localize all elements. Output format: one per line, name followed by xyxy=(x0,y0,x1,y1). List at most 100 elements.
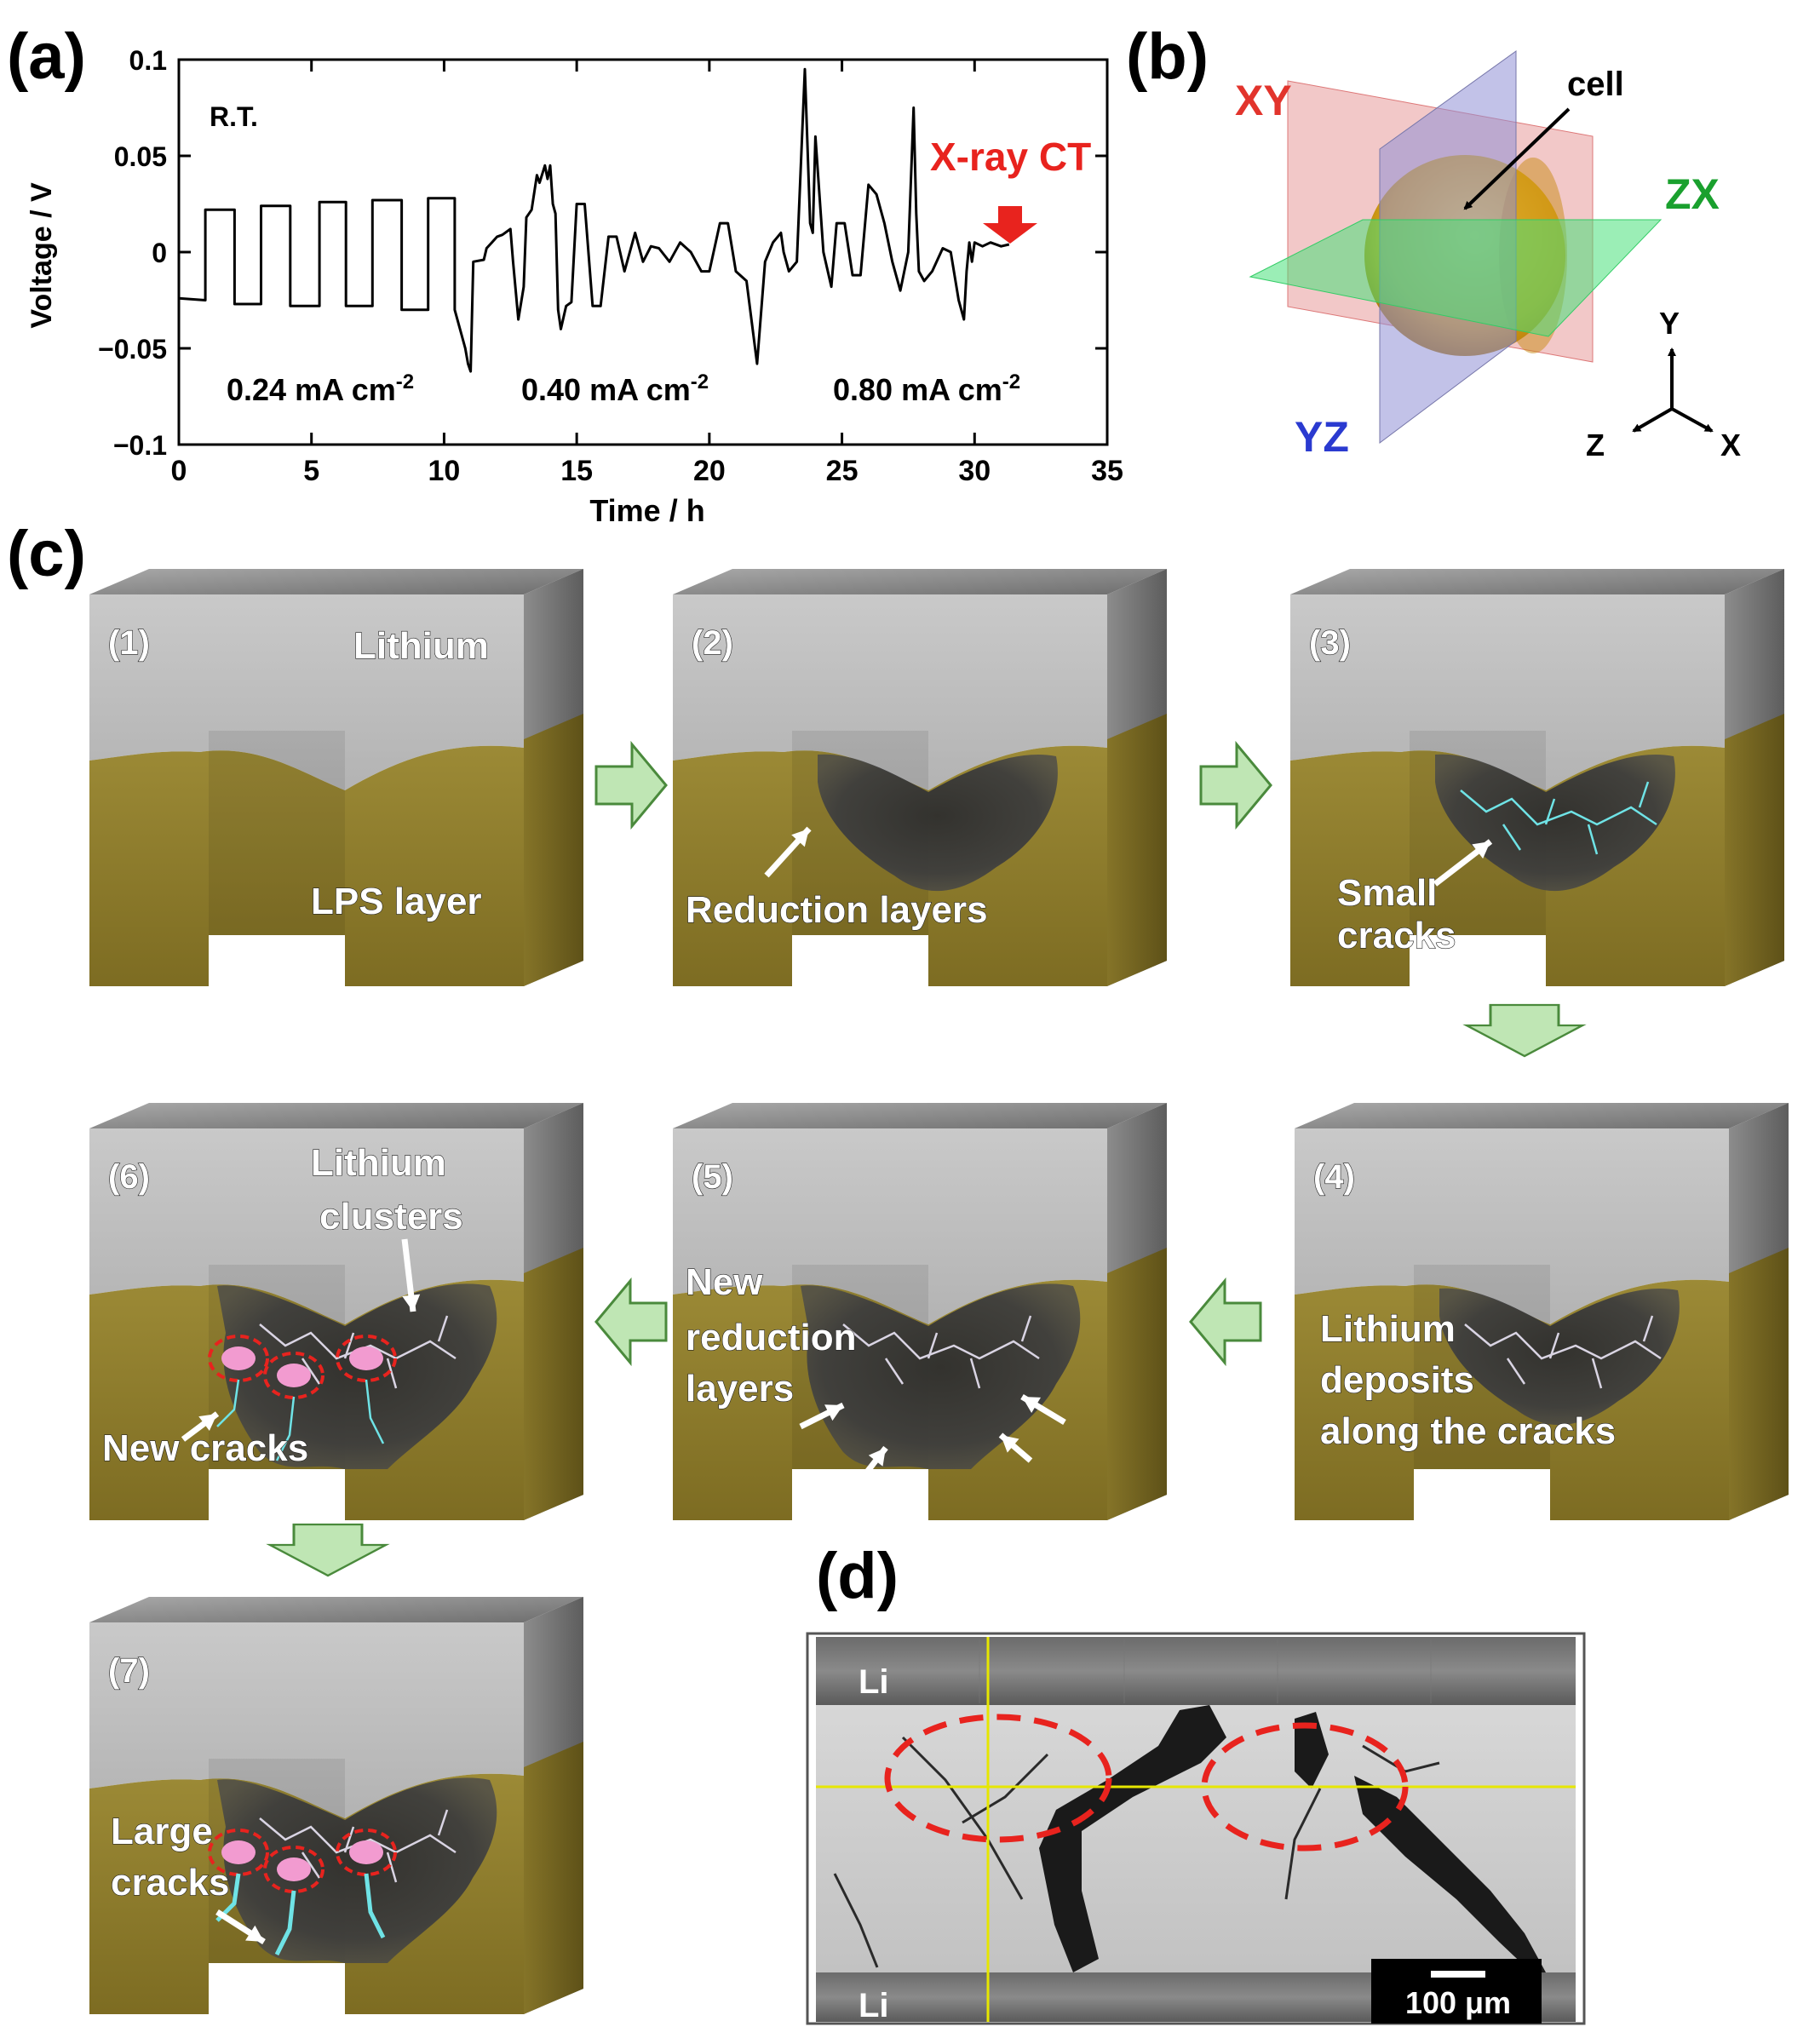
arrow-4-to-5 xyxy=(1189,1279,1262,1364)
lithium-clusters-label: clusters xyxy=(319,1196,463,1237)
lithium-cluster xyxy=(221,1840,256,1864)
temp-annotation: R.T. xyxy=(210,101,258,132)
cluster-highlight-left xyxy=(884,1714,1112,1843)
axis-y-label: Y xyxy=(1659,306,1680,341)
xray-ct-annotation: X-ray CT xyxy=(930,135,1091,179)
block-side-lps xyxy=(524,1742,583,2014)
panel-letter-c: (c) xyxy=(7,518,86,590)
axis-ticks xyxy=(177,58,1109,446)
crack-network xyxy=(842,1315,1040,1389)
cell-label: cell xyxy=(1567,66,1624,103)
ct-top-li xyxy=(816,1637,1576,1705)
lithium-cluster xyxy=(277,1857,311,1881)
xray-arrow xyxy=(983,206,1037,244)
ct-texture xyxy=(979,1639,1432,1703)
y-tick-label: 0.1 xyxy=(129,45,167,76)
x-tick-label: 10 xyxy=(428,455,461,487)
new-cracks xyxy=(216,1379,385,1461)
ct-thin-cracks xyxy=(833,1736,1440,1968)
lithium-deposits-label: deposits xyxy=(1320,1359,1474,1401)
white-arrowhead xyxy=(198,1414,217,1432)
lithium-layer xyxy=(673,1128,1107,1324)
cluster-highlight-right xyxy=(1201,1722,1409,1852)
xy-plane-label: XY xyxy=(1235,77,1292,124)
step-number: (6) xyxy=(108,1158,150,1196)
arrow-5-to-6 xyxy=(594,1279,668,1364)
block-top-face xyxy=(89,1597,583,1622)
new-reduction-label: layers xyxy=(686,1368,794,1410)
lithium-layer xyxy=(89,1622,524,1818)
reduction-region xyxy=(217,1777,497,1963)
current-label-3: 0.80 mA cm-2 xyxy=(833,370,1020,407)
reduction-region xyxy=(217,1283,497,1469)
reduction-region xyxy=(1435,754,1675,892)
lithium-layer xyxy=(1290,594,1725,790)
x-tick-label: 35 xyxy=(1091,455,1123,487)
voltage-trace xyxy=(178,67,1010,373)
lithium-cluster xyxy=(221,1346,256,1370)
cluster-highlight xyxy=(208,1829,269,1876)
current-label-2: 0.40 mA cm-2 xyxy=(521,370,709,407)
step-number: (7) xyxy=(108,1652,150,1690)
small-cracks-label: Small xyxy=(1337,872,1437,914)
y-tick-label: −0.1 xyxy=(113,430,167,461)
white-arrowhead xyxy=(791,829,809,847)
lithium-layer xyxy=(89,1128,524,1324)
zx-plane-label: ZX xyxy=(1665,170,1720,218)
current-label-1: 0.24 mA cm-2 xyxy=(227,370,414,407)
panel-letter-b: (b) xyxy=(1126,20,1209,93)
white-arrowhead xyxy=(824,1404,843,1421)
block-side-lps xyxy=(1729,1248,1789,1520)
notch-shade xyxy=(209,731,345,935)
lithium-cluster xyxy=(277,1364,311,1387)
reduction-layers-label: Reduction layers xyxy=(686,889,988,931)
cluster-highlight xyxy=(336,1335,397,1382)
block-side-lps xyxy=(1725,714,1784,986)
large-cracks-label: Large xyxy=(111,1811,213,1852)
y-tick-label: 0 xyxy=(152,238,167,268)
step-number: (1) xyxy=(108,624,150,662)
block-side-lps xyxy=(524,1248,583,1520)
reduction-region xyxy=(818,754,1058,892)
lithium-deposits-label: Lithium xyxy=(1320,1308,1456,1350)
lithium-label: Lithium xyxy=(353,625,489,667)
x-tick-label: 15 xyxy=(560,455,593,487)
x-tick-label: 20 xyxy=(693,455,726,487)
yz-plane-label: YZ xyxy=(1295,413,1349,461)
step-number: (3) xyxy=(1309,624,1351,662)
white-arrowhead xyxy=(402,1294,421,1312)
ct-li-top-label: Li xyxy=(859,1663,889,1701)
lithium-cluster xyxy=(349,1346,383,1370)
step-block-2: (2)Reduction layers xyxy=(673,569,1167,986)
x-tick-label: 0 xyxy=(171,455,187,487)
crack-network xyxy=(1460,781,1657,855)
y-tick-label: −0.05 xyxy=(98,334,167,365)
lps-layer xyxy=(89,745,524,986)
new-reduction-label: New xyxy=(686,1261,763,1303)
new-cracks-label: New cracks xyxy=(102,1427,308,1469)
block-side-lps xyxy=(1107,714,1167,986)
x-tick-label: 25 xyxy=(826,455,859,487)
lithium-deposits-label: along the cracks xyxy=(1320,1410,1616,1452)
block-top-face xyxy=(1295,1103,1789,1128)
panel-b: (b) XY ZX YZ cell Y Z X xyxy=(1126,20,1741,462)
block-side-lps xyxy=(1107,1248,1167,1520)
ct-cracks xyxy=(1039,1705,1546,1972)
arrow-3-to-4 xyxy=(1465,1003,1584,1058)
crack-network xyxy=(1464,1315,1662,1389)
new-reduction-label: reduction xyxy=(686,1317,856,1358)
axis-x-label: X xyxy=(1720,428,1741,462)
lps-layer-label: LPS layer xyxy=(311,881,482,922)
cluster-highlight xyxy=(263,1352,324,1399)
y-tick-label: 0.05 xyxy=(114,141,167,172)
axes-triad xyxy=(1632,347,1714,433)
zx-plane xyxy=(1249,219,1663,337)
arrow-1-to-2 xyxy=(594,743,668,828)
